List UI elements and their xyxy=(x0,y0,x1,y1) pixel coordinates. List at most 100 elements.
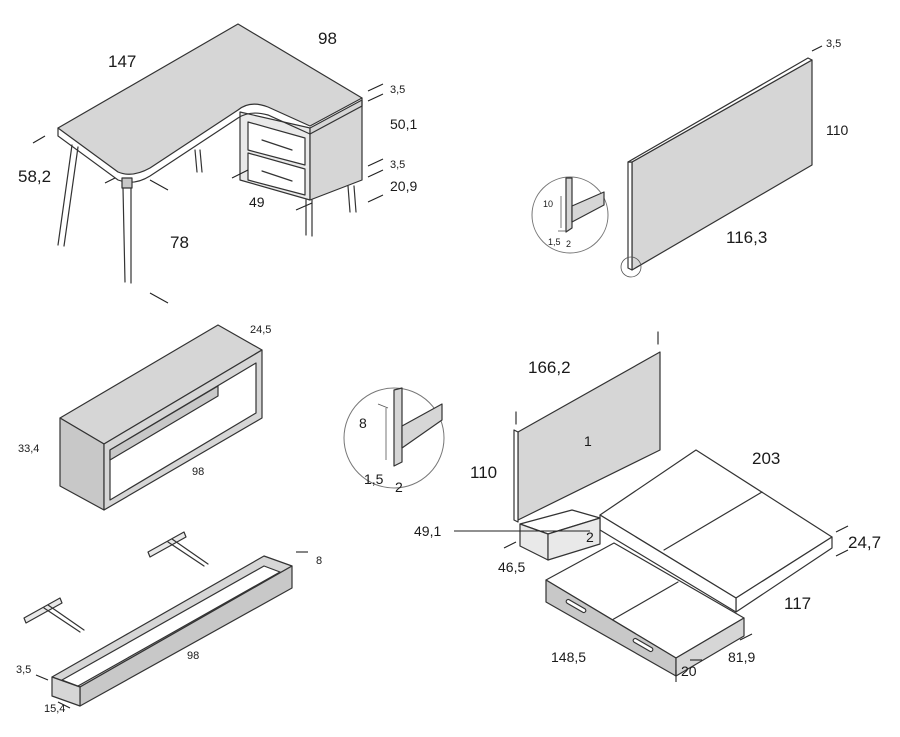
floating-shelf-front xyxy=(79,565,293,707)
headboard-detail-marker xyxy=(620,256,642,278)
floating-shelf-groove xyxy=(61,565,281,687)
bed-drawer-depth-label: 81,9 xyxy=(728,649,755,665)
desk-leg-cap xyxy=(121,177,133,189)
desk-dim-tick xyxy=(367,93,384,102)
headboard-width-label: 116,3 xyxy=(726,228,767,247)
headboard-detail-offset-label: 1,5 xyxy=(548,237,561,247)
desk-cabinet-height-label: 50,1 xyxy=(390,116,417,132)
bed-detail-offset-label: 1,5 xyxy=(364,471,384,487)
bed-drawing: 8 1,5 2 166,2 110 1 xyxy=(343,331,881,682)
desk-drawer-gap-label: 3,5 xyxy=(390,159,405,171)
desk-cabinet-foot-back xyxy=(347,185,351,213)
desk-drawing: 147 98 3,5 50,1 3,5 20,9 49 58,2 78 xyxy=(18,23,417,304)
headboard-dim-tick xyxy=(811,45,823,52)
wall-shelf-width-label: 98 xyxy=(192,466,204,478)
desk-dim-tick xyxy=(104,177,116,184)
bed-detail-circle-group: 8 1,5 2 xyxy=(343,387,445,495)
bed-detail-panel xyxy=(393,387,403,467)
headboard-face xyxy=(631,59,813,271)
bed-length-label: 203 xyxy=(752,449,780,468)
desk-top-thickness-label: 3,5 xyxy=(390,84,405,96)
desk-dim-tick xyxy=(367,83,384,92)
desk-drawer-bottom xyxy=(247,152,306,196)
desk-top-width-label: 147 xyxy=(108,52,136,71)
wall-shelf-height-label: 33,4 xyxy=(18,443,39,455)
headboard-top-edge xyxy=(627,57,813,163)
desk-dim-tick xyxy=(367,194,384,203)
desk-cabinet-depth-label: 49 xyxy=(249,194,265,210)
bed-detail-height-label: 8 xyxy=(359,415,367,431)
bed-detail-dim xyxy=(377,403,389,409)
headboard-detail-panel xyxy=(565,177,573,233)
headboard-height-label: 110 xyxy=(826,122,849,138)
bed-drawer-width-label: 148,5 xyxy=(551,649,586,665)
bracket-rod xyxy=(167,541,205,567)
desk-top-surface xyxy=(57,23,363,175)
headboard-drawing: 3,5 110 116,3 10 1,5 2 xyxy=(531,38,849,278)
desk-dim-tick xyxy=(149,179,169,191)
desk-cabinet-foot-back-edge xyxy=(353,185,357,213)
bed-dim-tick xyxy=(835,549,849,557)
bed-mattress-seam xyxy=(663,491,763,551)
desk-leg-height-label: 20,9 xyxy=(390,178,417,194)
headboard-detail-width-label: 2 xyxy=(566,239,571,249)
bed-dim-tick xyxy=(835,525,849,533)
desk-return-width-label: 98 xyxy=(318,29,337,48)
headboard-detail-wall xyxy=(571,191,605,223)
bracket-rod-edge xyxy=(171,538,209,565)
bed-headboard-height-label: 110 xyxy=(470,463,497,482)
wall-shelf-depth-label: 24,5 xyxy=(250,324,271,336)
shelf-bracket-right xyxy=(147,531,209,567)
bed-drawer-handle-right xyxy=(632,637,654,653)
bed-drawer-divider xyxy=(611,581,679,621)
desk-dim-tick xyxy=(149,292,169,304)
bed-detail-width-label: 2 xyxy=(395,479,403,495)
floating-shelf-lip-label: 8 xyxy=(316,555,322,567)
desk-dim-tick xyxy=(231,169,249,179)
shelf-dim-tick xyxy=(35,674,49,681)
headboard-thickness-label: 3,5 xyxy=(826,38,841,50)
shelf-dim-tick xyxy=(57,701,71,709)
bracket-rod xyxy=(43,607,81,633)
bed-detail-wall xyxy=(401,403,443,449)
floating-shelf-depth-label: 15,4 xyxy=(44,703,65,715)
bed-step-height-label: 49,1 xyxy=(414,523,441,539)
desk-leg-front-left xyxy=(57,144,73,246)
bed-headboard-edge xyxy=(513,429,519,523)
floating-shelf-width-label: 98 xyxy=(187,650,199,662)
desk-dim-tick xyxy=(295,202,313,211)
desk-drawer-handle-bottom xyxy=(261,170,293,182)
desk-drawer-top xyxy=(247,121,306,166)
bed-drawer-handle-left xyxy=(565,598,587,614)
desk-leg-front xyxy=(122,187,126,283)
bracket-rod-edge xyxy=(47,604,85,631)
bed-drawer-height-label: 20 xyxy=(681,663,697,679)
bed-step-depth-label: 46,5 xyxy=(498,559,525,575)
bed-step-front xyxy=(547,517,601,561)
desk-height-label: 78 xyxy=(170,233,189,252)
desk-leg-back-edge xyxy=(199,149,203,173)
bed-headboard-width-label: 166,2 xyxy=(528,358,571,377)
desk-leg-back xyxy=(194,149,198,173)
shelf-bracket-left xyxy=(23,597,85,633)
wall-shelf-inner-back xyxy=(109,385,219,461)
bed-side-height-label: 24,7 xyxy=(848,533,881,552)
headboard-edge xyxy=(627,161,633,271)
bed-dim-tick xyxy=(503,541,517,549)
desk-dim-tick xyxy=(367,169,384,178)
desk-dim-tick xyxy=(32,135,46,144)
desk-drawer-handle-top xyxy=(261,139,293,151)
desk-dim-tick xyxy=(367,158,384,167)
headboard-detail-height-label: 10 xyxy=(543,199,553,209)
bed-headboard-number: 1 xyxy=(584,433,592,449)
bed-dim-tick xyxy=(739,633,753,641)
bed-step-number: 2 xyxy=(586,529,594,545)
bed-width-label: 117 xyxy=(784,594,811,613)
wall-shelf-drawing: 24,5 33,4 98 xyxy=(18,324,271,511)
floating-shelf-thickness-label: 3,5 xyxy=(16,664,31,676)
desk-depth-label: 58,2 xyxy=(18,167,51,186)
desk-leg-front-left-edge xyxy=(63,146,79,247)
floating-shelf-drawing: 8 3,5 15,4 98 xyxy=(16,531,322,715)
